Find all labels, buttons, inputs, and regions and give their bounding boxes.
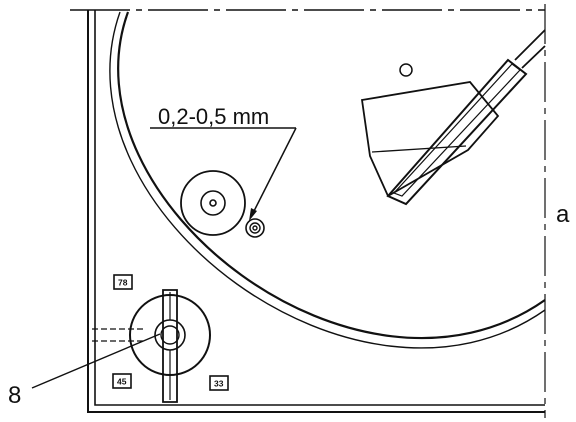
speed-mark-33-label: 33 xyxy=(214,379,224,389)
speed-mark-78-label: 78 xyxy=(118,278,128,288)
housing-frame xyxy=(70,4,546,418)
reference-hole xyxy=(399,63,413,77)
speed-mark-45-label: 45 xyxy=(117,377,127,387)
gap-dimension: 0,2-0,5 mm xyxy=(150,104,297,221)
arrow-head xyxy=(249,208,257,221)
adjustment-screw xyxy=(245,218,265,238)
side-label: a xyxy=(556,201,570,228)
speed-mark-78: 78 xyxy=(113,274,133,290)
speed-mark-45: 45 xyxy=(112,373,132,389)
gap-label: 0,2-0,5 mm xyxy=(158,104,269,129)
tonearm xyxy=(360,29,546,206)
speed-mark-33: 33 xyxy=(209,375,229,391)
part-number: 8 xyxy=(8,382,21,409)
spindle-assembly xyxy=(180,170,246,236)
speed-selector-knob xyxy=(92,289,211,403)
part-callout: 8 xyxy=(8,333,161,409)
platter-edge xyxy=(109,11,546,349)
